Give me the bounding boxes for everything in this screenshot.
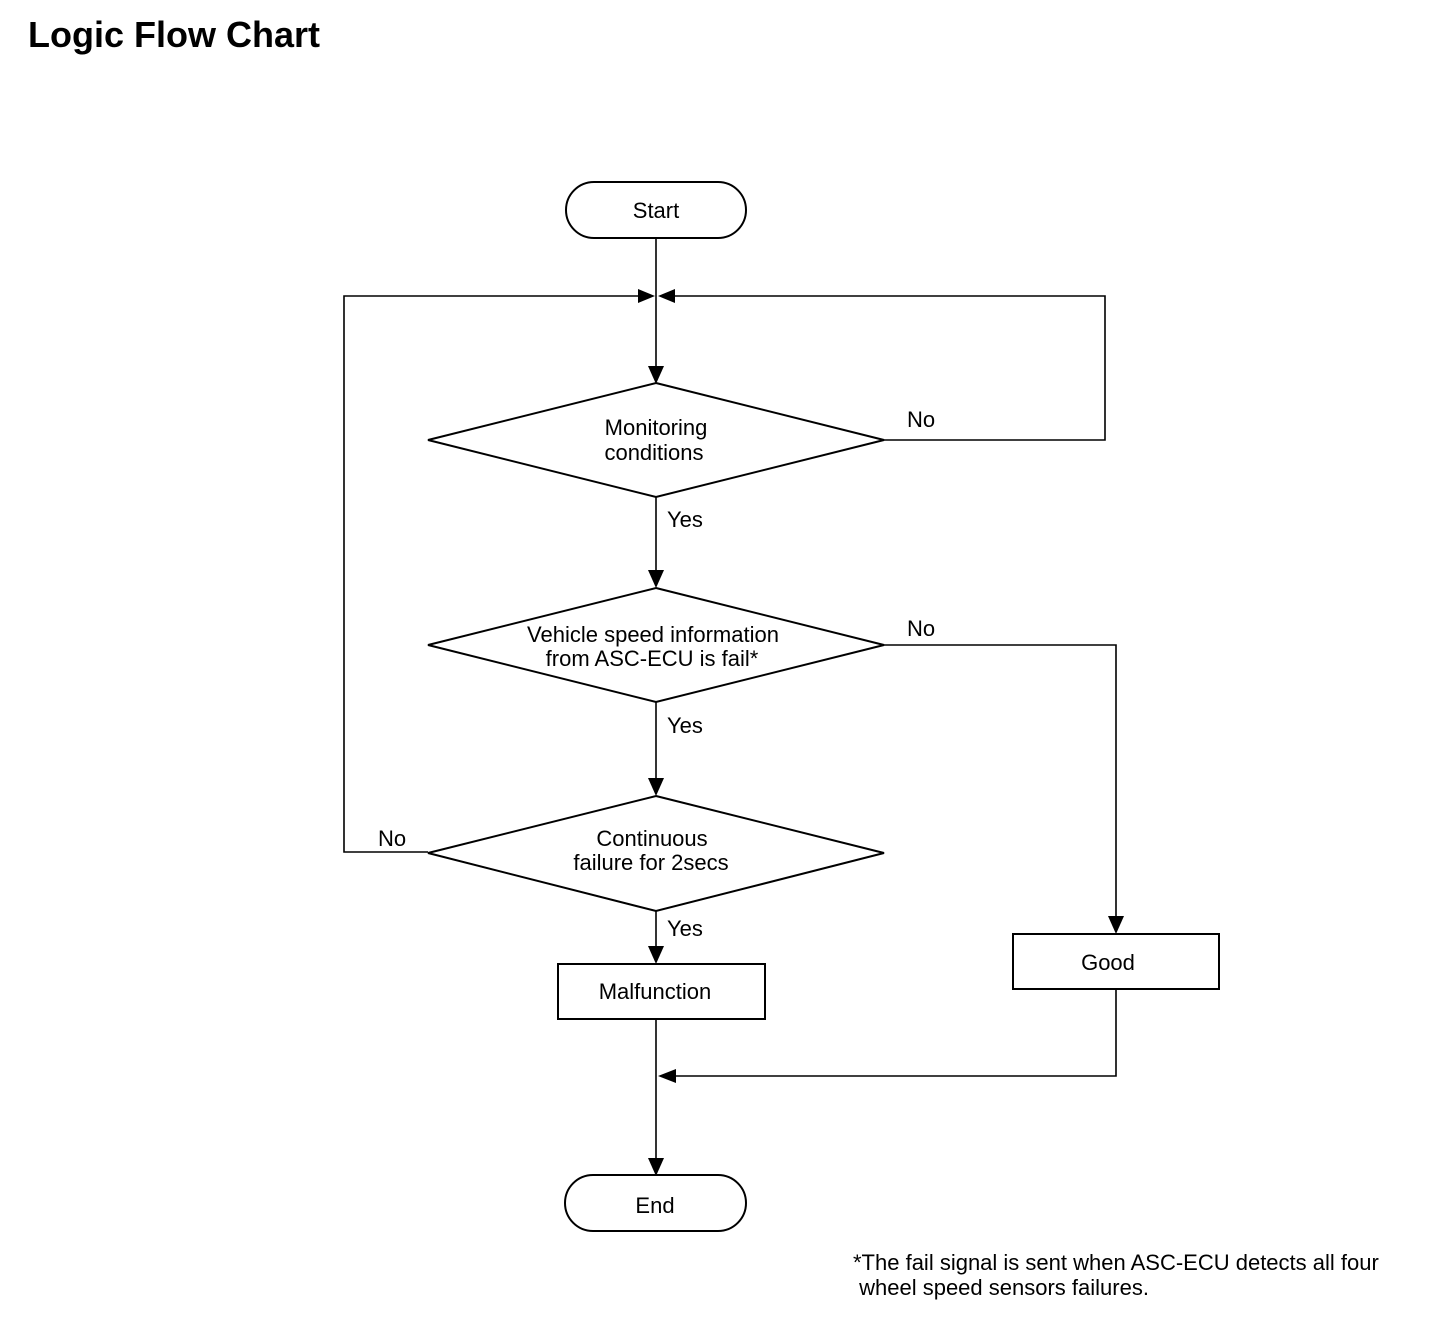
- connector-loop-left: [343, 295, 640, 853]
- label-vehicle-yes: Yes: [667, 713, 703, 738]
- arrowhead-down-good: [1108, 916, 1124, 934]
- footnote: *The fail signal is sent when ASC-ECU de…: [853, 1250, 1379, 1300]
- connectors: [343, 238, 1117, 1162]
- decision-continuous-line-1: Continuous: [596, 826, 707, 851]
- start-terminal: Start: [565, 181, 747, 239]
- decision-vehicle-line-1: Vehicle speed information: [527, 622, 779, 647]
- arrowheads: [638, 289, 1124, 1176]
- process-good: Good: [1012, 933, 1220, 990]
- arrowhead-down-end: [648, 1158, 664, 1176]
- start-label: Start: [633, 198, 679, 223]
- page-title: Logic Flow Chart: [28, 14, 320, 55]
- footnote-line-2: wheel speed sensors failures.: [853, 1275, 1149, 1300]
- good-label: Good: [1081, 950, 1135, 975]
- process-malfunction: Malfunction: [557, 963, 766, 1020]
- arrowhead-down-continuous: [648, 778, 664, 796]
- end-terminal: End: [564, 1174, 747, 1232]
- decision-monitoring-line-2: conditions: [604, 440, 703, 465]
- arrowhead-left-merge: [658, 1069, 676, 1083]
- label-monitoring-no: No: [907, 407, 935, 432]
- label-monitoring-yes: Yes: [667, 507, 703, 532]
- footnote-line-1: *The fail signal is sent when ASC-ECU de…: [853, 1250, 1379, 1275]
- decision-monitoring-conditions: Monitoring conditions: [427, 381, 885, 499]
- arrowhead-down-vehicle: [648, 570, 664, 588]
- label-vehicle-no: No: [907, 616, 935, 641]
- decision-monitoring-line-1: Monitoring: [605, 415, 708, 440]
- decision-vehicle-line-2: from ASC-ECU is fail*: [546, 646, 759, 671]
- label-continuous-no: No: [378, 826, 406, 851]
- end-label: End: [635, 1193, 674, 1218]
- connector-loop-right: [672, 295, 1106, 441]
- decision-continuous-line-2: failure for 2secs: [573, 850, 728, 875]
- connector-good-to-merge: [672, 989, 1117, 1077]
- connector-vehicle-to-good: [884, 644, 1117, 920]
- arrowhead-left-loop: [658, 289, 675, 303]
- decision-vehicle-speed: Vehicle speed information from ASC-ECU i…: [427, 586, 885, 704]
- arrowhead-down-monitoring: [648, 366, 664, 384]
- label-continuous-yes: Yes: [667, 916, 703, 941]
- arrowhead-right-loop: [638, 289, 655, 303]
- arrowhead-down-malfunction: [648, 946, 664, 964]
- malfunction-label: Malfunction: [599, 979, 712, 1004]
- decision-continuous-failure: Continuous failure for 2secs: [427, 794, 885, 913]
